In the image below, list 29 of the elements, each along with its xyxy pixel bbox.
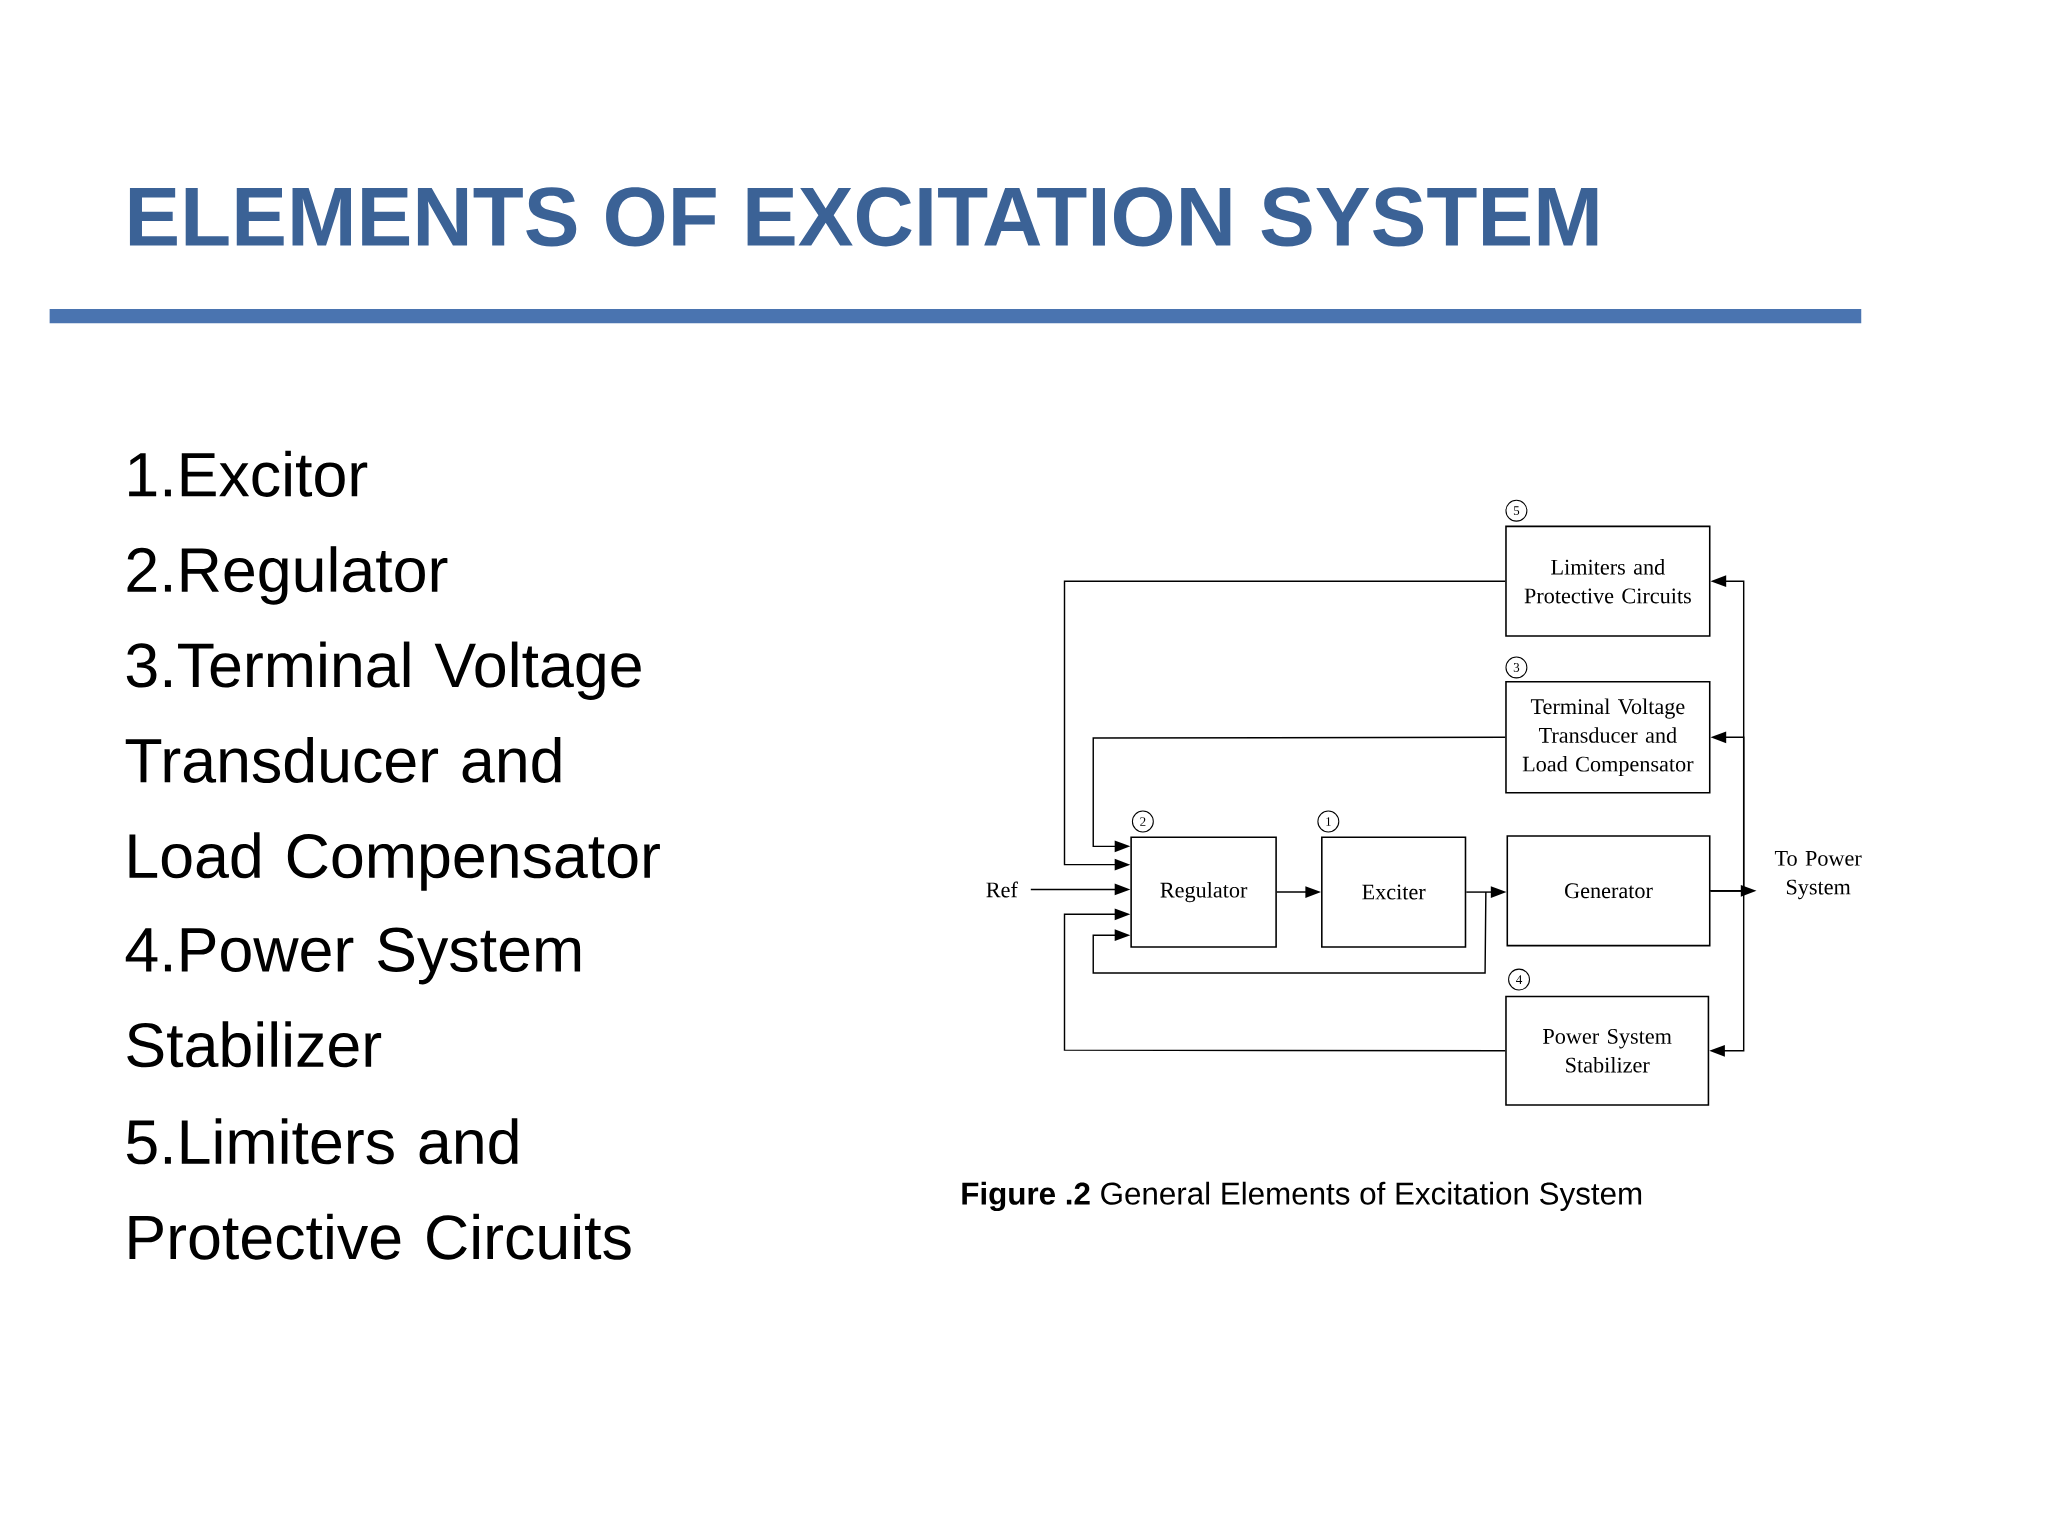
arrow — [1092, 891, 1487, 974]
arrow — [1063, 908, 1506, 1052]
caption: Figure .2 General Elements of Excitation System — [962, 1181, 1642, 1212]
signal-label: Ref — [986, 881, 1018, 898]
arrow — [1063, 580, 1506, 871]
callout-number: 5 — [1505, 499, 1528, 522]
callout-number: 1 — [1317, 810, 1340, 833]
block-box: Terminal Voltage Transducer and Load Compensator — [1505, 681, 1711, 794]
block-box: Limiters and Protective Circuits — [1505, 525, 1711, 637]
signal-label: To Power System — [1774, 851, 1862, 900]
list-item: 3.Terminal Voltage Transducer and Load Compensator — [125, 641, 660, 891]
arrow — [1465, 886, 1507, 898]
callout-number: 2 — [1131, 810, 1154, 833]
list-item: 1.Excitor — [129, 450, 368, 497]
arrow — [1092, 736, 1506, 853]
list-item: 2.Regulator — [127, 546, 448, 605]
callout-number: 3 — [1505, 656, 1528, 679]
list-item: 4.Power System Stabilizer — [125, 927, 581, 1068]
arrow — [1709, 890, 1745, 1057]
block-box: Power System Stabilizer — [1505, 995, 1710, 1106]
block-box: Generator — [1506, 835, 1711, 947]
list-item: 5.Limiters and Protective Circuits — [126, 1118, 631, 1260]
title: ELEMENTS OF EXCITATION SYSTEM — [129, 187, 1598, 247]
callout-number: 4 — [1508, 968, 1530, 991]
arrow — [1276, 886, 1322, 898]
block-box: Regulator — [1130, 836, 1277, 948]
block-box: Exciter — [1321, 836, 1467, 948]
arrow — [1709, 731, 1745, 892]
arrow — [1030, 883, 1131, 896]
